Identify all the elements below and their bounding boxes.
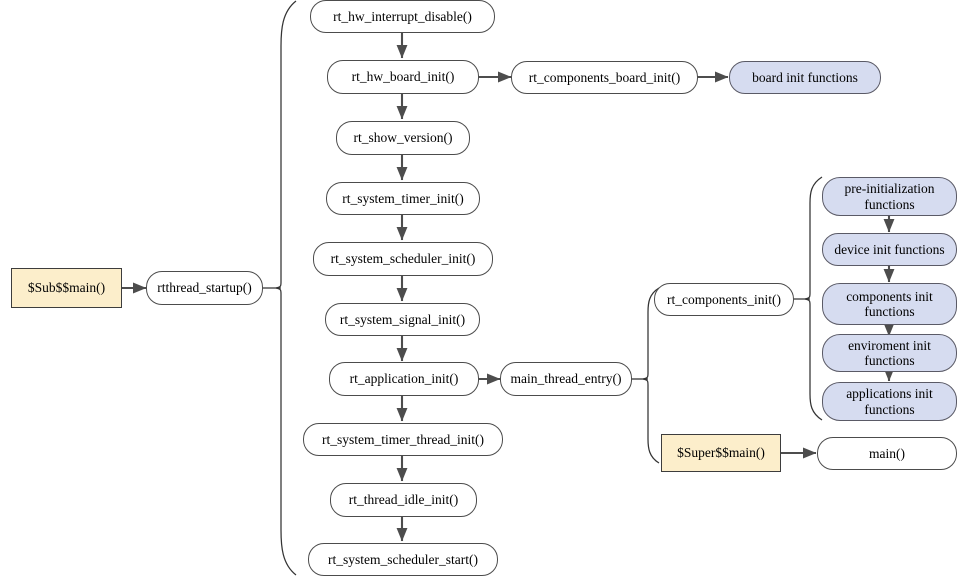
node-rt-show-version[interactable]: rt_show_version() [336,121,470,155]
node-rt-system-scheduler-init[interactable]: rt_system_scheduler_init() [313,242,493,276]
node-enviroment-init-functions[interactable]: enviroment init functions [822,334,957,372]
node-pre-initialization-functions[interactable]: pre-initialization functions [822,177,957,216]
node-rtthread-startup[interactable]: rtthread_startup() [146,271,263,305]
node-rt-thread-idle-init[interactable]: rt_thread_idle_init() [330,483,477,517]
brace-startup-chain [275,0,297,576]
node-rt-system-signal-init[interactable]: rt_system_signal_init() [325,303,480,336]
node-board-init-functions[interactable]: board init functions [729,61,881,94]
node-rt-components-init[interactable]: rt_components_init() [654,283,794,316]
node-device-init-functions[interactable]: device init functions [822,233,957,266]
node-rt-system-scheduler-start[interactable]: rt_system_scheduler_start() [308,543,498,576]
node-sub-main[interactable]: $Sub$$main() [11,268,122,308]
node-applications-init-functions[interactable]: applications init functions [822,382,957,421]
brace-main-thread-entry [642,287,660,464]
brace-components-init [804,176,823,421]
node-rt-application-init[interactable]: rt_application_init() [329,362,479,396]
node-super-main[interactable]: $Super$$main() [661,434,781,472]
node-main-thread-entry[interactable]: main_thread_entry() [500,362,632,396]
node-rt-components-board-init[interactable]: rt_components_board_init() [511,61,698,94]
node-rt-hw-board-init[interactable]: rt_hw_board_init() [327,60,479,94]
node-rt-system-timer-init[interactable]: rt_system_timer_init() [326,182,480,215]
node-main[interactable]: main() [817,437,957,470]
node-rt-hw-interrupt-disable[interactable]: rt_hw_interrupt_disable() [310,0,495,33]
node-rt-system-timer-thread-init[interactable]: rt_system_timer_thread_init() [303,423,503,456]
node-components-init-functions[interactable]: components init functions [822,283,957,325]
